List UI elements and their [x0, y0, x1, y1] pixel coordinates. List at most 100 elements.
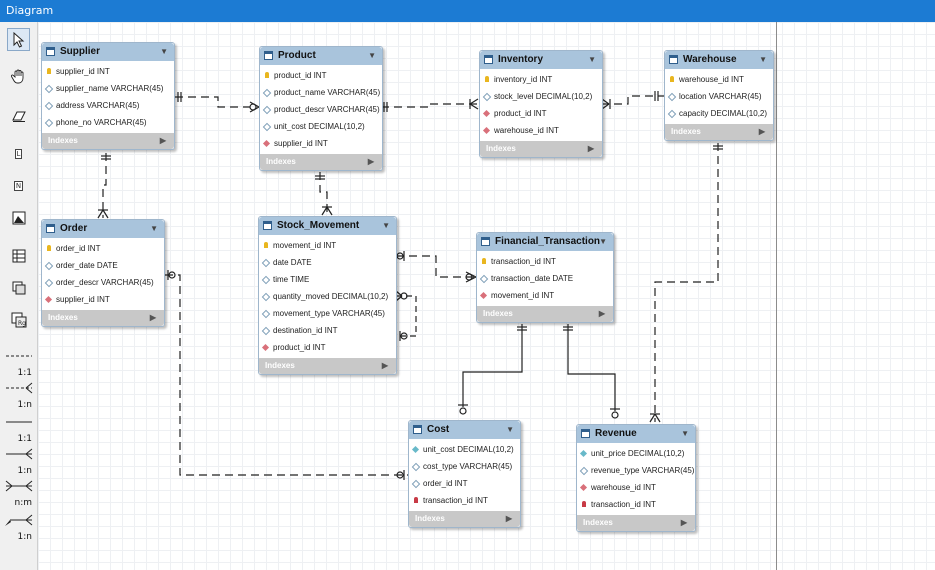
column-row[interactable]: supplier_id INT — [42, 63, 174, 80]
column-row[interactable]: warehouse_id INT — [480, 122, 602, 139]
collapse-arrow-icon[interactable]: ▼ — [506, 425, 514, 434]
table-product[interactable]: Product ▼ product_id INT product_name VA… — [259, 46, 383, 171]
column-label: product_id INT — [494, 109, 547, 118]
column-row[interactable]: movement_id INT — [259, 237, 396, 254]
column-row[interactable]: warehouse_id INT — [665, 71, 773, 88]
image-tool-icon[interactable] — [7, 206, 30, 229]
column-row[interactable]: warehouse_id INT — [577, 479, 695, 496]
rel-1-n-id-tool[interactable]: 1:n — [4, 446, 34, 476]
column-row[interactable]: capacity DECIMAL(10,2) — [665, 105, 773, 122]
column-row[interactable]: location VARCHAR(45) — [665, 88, 773, 105]
column-row[interactable]: unit_price DECIMAL(10,2) — [577, 445, 695, 462]
eraser-tool-icon[interactable] — [7, 104, 30, 127]
new-table-tool-icon[interactable] — [7, 244, 30, 267]
table-warehouse[interactable]: Warehouse ▼ warehouse_id INT location VA… — [664, 50, 774, 141]
collapse-arrow-icon[interactable]: ▼ — [150, 224, 158, 233]
indexes-section[interactable]: Indexes▶ — [665, 124, 773, 140]
collapse-arrow-icon[interactable]: ▼ — [681, 429, 689, 438]
table-supplier[interactable]: Supplier ▼ supplier_id INT supplier_name… — [41, 42, 175, 150]
column-row[interactable]: time TIME — [259, 271, 396, 288]
expand-play-icon[interactable]: ▶ — [680, 518, 687, 527]
expand-play-icon[interactable]: ▶ — [159, 136, 166, 145]
column-row[interactable]: product_id INT — [480, 105, 602, 122]
indexes-section[interactable]: Indexes▶ — [477, 306, 613, 322]
indexes-section[interactable]: Indexes▶ — [480, 141, 602, 157]
column-row[interactable]: movement_id INT — [477, 287, 613, 304]
collapse-arrow-icon[interactable]: ▼ — [588, 55, 596, 64]
table-stock-movement[interactable]: Stock_Movement ▼ movement_id INT date DA… — [258, 216, 397, 375]
column-row[interactable]: transaction_id INT — [577, 496, 695, 513]
column-row[interactable]: supplier_name VARCHAR(45) — [42, 80, 174, 97]
collapse-arrow-icon[interactable]: ▼ — [160, 47, 168, 56]
column-row[interactable]: supplier_id INT — [42, 291, 164, 308]
table-warehouse-header[interactable]: Warehouse ▼ — [665, 51, 773, 69]
table-order[interactable]: Order ▼ order_id INT order_date DATE ord… — [41, 219, 165, 327]
table-order-header[interactable]: Order ▼ — [42, 220, 164, 238]
column-row[interactable]: cost_type VARCHAR(45) — [409, 458, 520, 475]
column-row[interactable]: revenue_type VARCHAR(45) — [577, 462, 695, 479]
column-row[interactable]: order_id INT — [42, 240, 164, 257]
table-financial-transaction-header[interactable]: Financial_Transaction ▼ — [477, 233, 613, 251]
indexes-section[interactable]: Indexes▶ — [42, 133, 174, 149]
table-revenue-header[interactable]: Revenue ▼ — [577, 425, 695, 443]
hand-tool-icon[interactable] — [7, 64, 30, 87]
column-row[interactable]: transaction_id INT — [477, 253, 613, 270]
rel-n-m-tool[interactable]: n:m — [4, 478, 34, 508]
indexes-section[interactable]: Indexes▶ — [409, 511, 520, 527]
collapse-arrow-icon[interactable]: ▼ — [382, 221, 390, 230]
table-inventory[interactable]: Inventory ▼ inventory_id INT stock_level… — [479, 50, 603, 158]
expand-play-icon[interactable]: ▶ — [505, 514, 512, 523]
column-row[interactable]: product_name VARCHAR(45) — [260, 84, 382, 101]
expand-play-icon[interactable]: ▶ — [381, 361, 388, 370]
column-row[interactable]: product_descr VARCHAR(45) — [260, 101, 382, 118]
collapse-arrow-icon[interactable]: ▼ — [368, 51, 376, 60]
table-revenue[interactable]: Revenue ▼ unit_price DECIMAL(10,2) reven… — [576, 424, 696, 532]
rel-1-1-id-tool[interactable]: 1:1 — [4, 414, 34, 444]
table-cost-header[interactable]: Cost ▼ — [409, 421, 520, 439]
column-row[interactable]: transaction_date DATE — [477, 270, 613, 287]
diagram-canvas[interactable]: Supplier ▼ supplier_id INT supplier_name… — [38, 22, 935, 570]
column-row[interactable]: product_id INT — [259, 339, 396, 356]
column-row[interactable]: product_id INT — [260, 67, 382, 84]
column-row[interactable]: inventory_id INT — [480, 71, 602, 88]
column-row[interactable]: destination_id INT — [259, 322, 396, 339]
column-row[interactable]: unit_cost DECIMAL(10,2) — [409, 441, 520, 458]
expand-play-icon[interactable]: ▶ — [367, 157, 374, 166]
indexes-section[interactable]: Indexes▶ — [577, 515, 695, 531]
layer-tool-icon[interactable]: L — [14, 148, 23, 159]
note-tool-icon[interactable]: N — [13, 180, 24, 191]
expand-play-icon[interactable]: ▶ — [149, 313, 156, 322]
column-row[interactable]: transaction_id INT — [409, 492, 520, 509]
table-cost[interactable]: Cost ▼ unit_cost DECIMAL(10,2) cost_type… — [408, 420, 521, 528]
table-inventory-header[interactable]: Inventory ▼ — [480, 51, 602, 69]
table-financial-transaction[interactable]: Financial_Transaction ▼ transaction_id I… — [476, 232, 614, 323]
column-row[interactable]: order_descr VARCHAR(45) — [42, 274, 164, 291]
column-row[interactable]: quantity_moved DECIMAL(10,2) — [259, 288, 396, 305]
indexes-section[interactable]: Indexes▶ — [42, 310, 164, 326]
table-supplier-header[interactable]: Supplier ▼ — [42, 43, 174, 61]
expand-play-icon[interactable]: ▶ — [587, 144, 594, 153]
collapse-arrow-icon[interactable]: ▼ — [759, 55, 767, 64]
pointer-tool-icon[interactable] — [7, 28, 30, 51]
column-row[interactable]: movement_type VARCHAR(45) — [259, 305, 396, 322]
indexes-section[interactable]: Indexes▶ — [259, 358, 396, 374]
column-row[interactable]: date DATE — [259, 254, 396, 271]
expand-play-icon[interactable]: ▶ — [758, 127, 765, 136]
table-product-header[interactable]: Product ▼ — [260, 47, 382, 65]
new-routine-group-tool-icon[interactable]: Rg — [7, 308, 30, 331]
table-stock-movement-header[interactable]: Stock_Movement ▼ — [259, 217, 396, 235]
column-row[interactable]: supplier_id INT — [260, 135, 382, 152]
column-row[interactable]: unit_cost DECIMAL(10,2) — [260, 118, 382, 135]
column-row[interactable]: phone_no VARCHAR(45) — [42, 114, 174, 131]
rel-1-1-nonid-tool[interactable]: 1:1 — [4, 348, 34, 378]
column-row[interactable]: address VARCHAR(45) — [42, 97, 174, 114]
column-row[interactable]: stock_level DECIMAL(10,2) — [480, 88, 602, 105]
rel-1-n-existing-tool[interactable]: 1:n — [4, 512, 34, 542]
column-row[interactable]: order_date DATE — [42, 257, 164, 274]
new-view-tool-icon[interactable] — [7, 276, 30, 299]
rel-1-n-nonid-tool[interactable]: 1:n — [4, 380, 34, 410]
expand-play-icon[interactable]: ▶ — [598, 309, 605, 318]
collapse-arrow-icon[interactable]: ▼ — [599, 237, 607, 246]
indexes-section[interactable]: Indexes▶ — [260, 154, 382, 170]
column-row[interactable]: order_id INT — [409, 475, 520, 492]
